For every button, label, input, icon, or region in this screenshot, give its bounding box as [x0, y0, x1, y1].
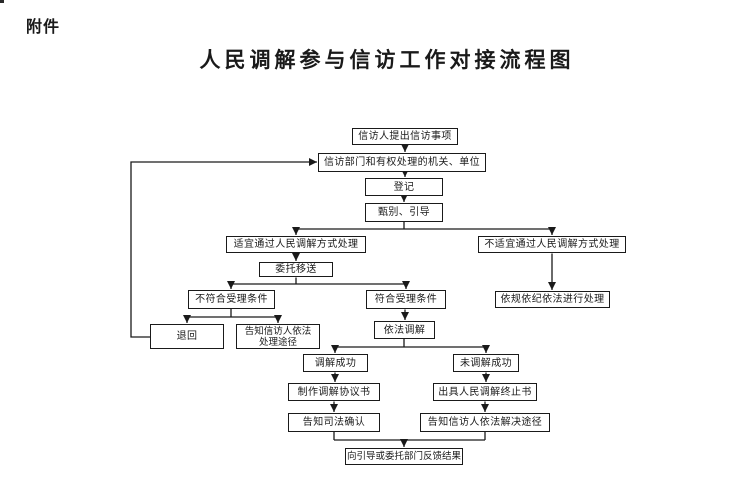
connector	[187, 309, 278, 318]
connector	[335, 339, 486, 348]
connector-feedback-loop	[130, 158, 317, 338]
box-mediation-not-success: 未调解成功	[453, 354, 519, 372]
box-inform-resolution-channels: 告知信访人依法解决途径	[420, 413, 550, 432]
box-mediation-success: 调解成功	[303, 354, 368, 372]
box-screen-guide: 甄别、引导	[365, 203, 443, 222]
box-feedback-result: 向引导或委托部门反馈结果	[345, 448, 463, 465]
label-line-1: 告知信访人依法	[244, 325, 312, 337]
box-not-meet-conditions: 不符合受理条件	[188, 290, 275, 309]
connector	[231, 277, 406, 285]
box-return: 退回	[150, 324, 224, 349]
scan-corner-artifact	[0, 0, 4, 3]
connector	[296, 222, 552, 230]
box-petition-department: 信访部门和有权处理的机关、单位	[318, 153, 486, 172]
page-title: 人民调解参与信访工作对接流程图	[199, 47, 575, 72]
box-mediate-by-law: 依法调解	[374, 321, 435, 339]
box-entrust-transfer: 委托移送	[259, 262, 333, 277]
box-handle-by-law: 依规依纪依法进行处理	[495, 291, 610, 308]
box-unsuitable-for-mediation: 不适宜通过人民调解方式处理	[478, 236, 626, 253]
connector	[333, 432, 486, 441]
attachment-label: 附件	[26, 17, 61, 36]
box-meet-conditions: 符合受理条件	[366, 290, 446, 309]
box-register: 登记	[365, 178, 443, 196]
box-petition-item: 信访人提出信访事项	[352, 128, 458, 145]
box-inform-handling-channels: 告知信访人依法 处理途径	[236, 324, 320, 349]
box-inform-judicial-confirmation: 告知司法确认	[288, 413, 380, 432]
box-suitable-for-mediation: 适宜通过人民调解方式处理	[226, 236, 366, 253]
label-line-2: 处理途径	[258, 336, 297, 348]
box-make-mediation-agreement: 制作调解协议书	[288, 383, 380, 401]
box-issue-termination-document: 出具人民调解终止书	[433, 383, 537, 401]
